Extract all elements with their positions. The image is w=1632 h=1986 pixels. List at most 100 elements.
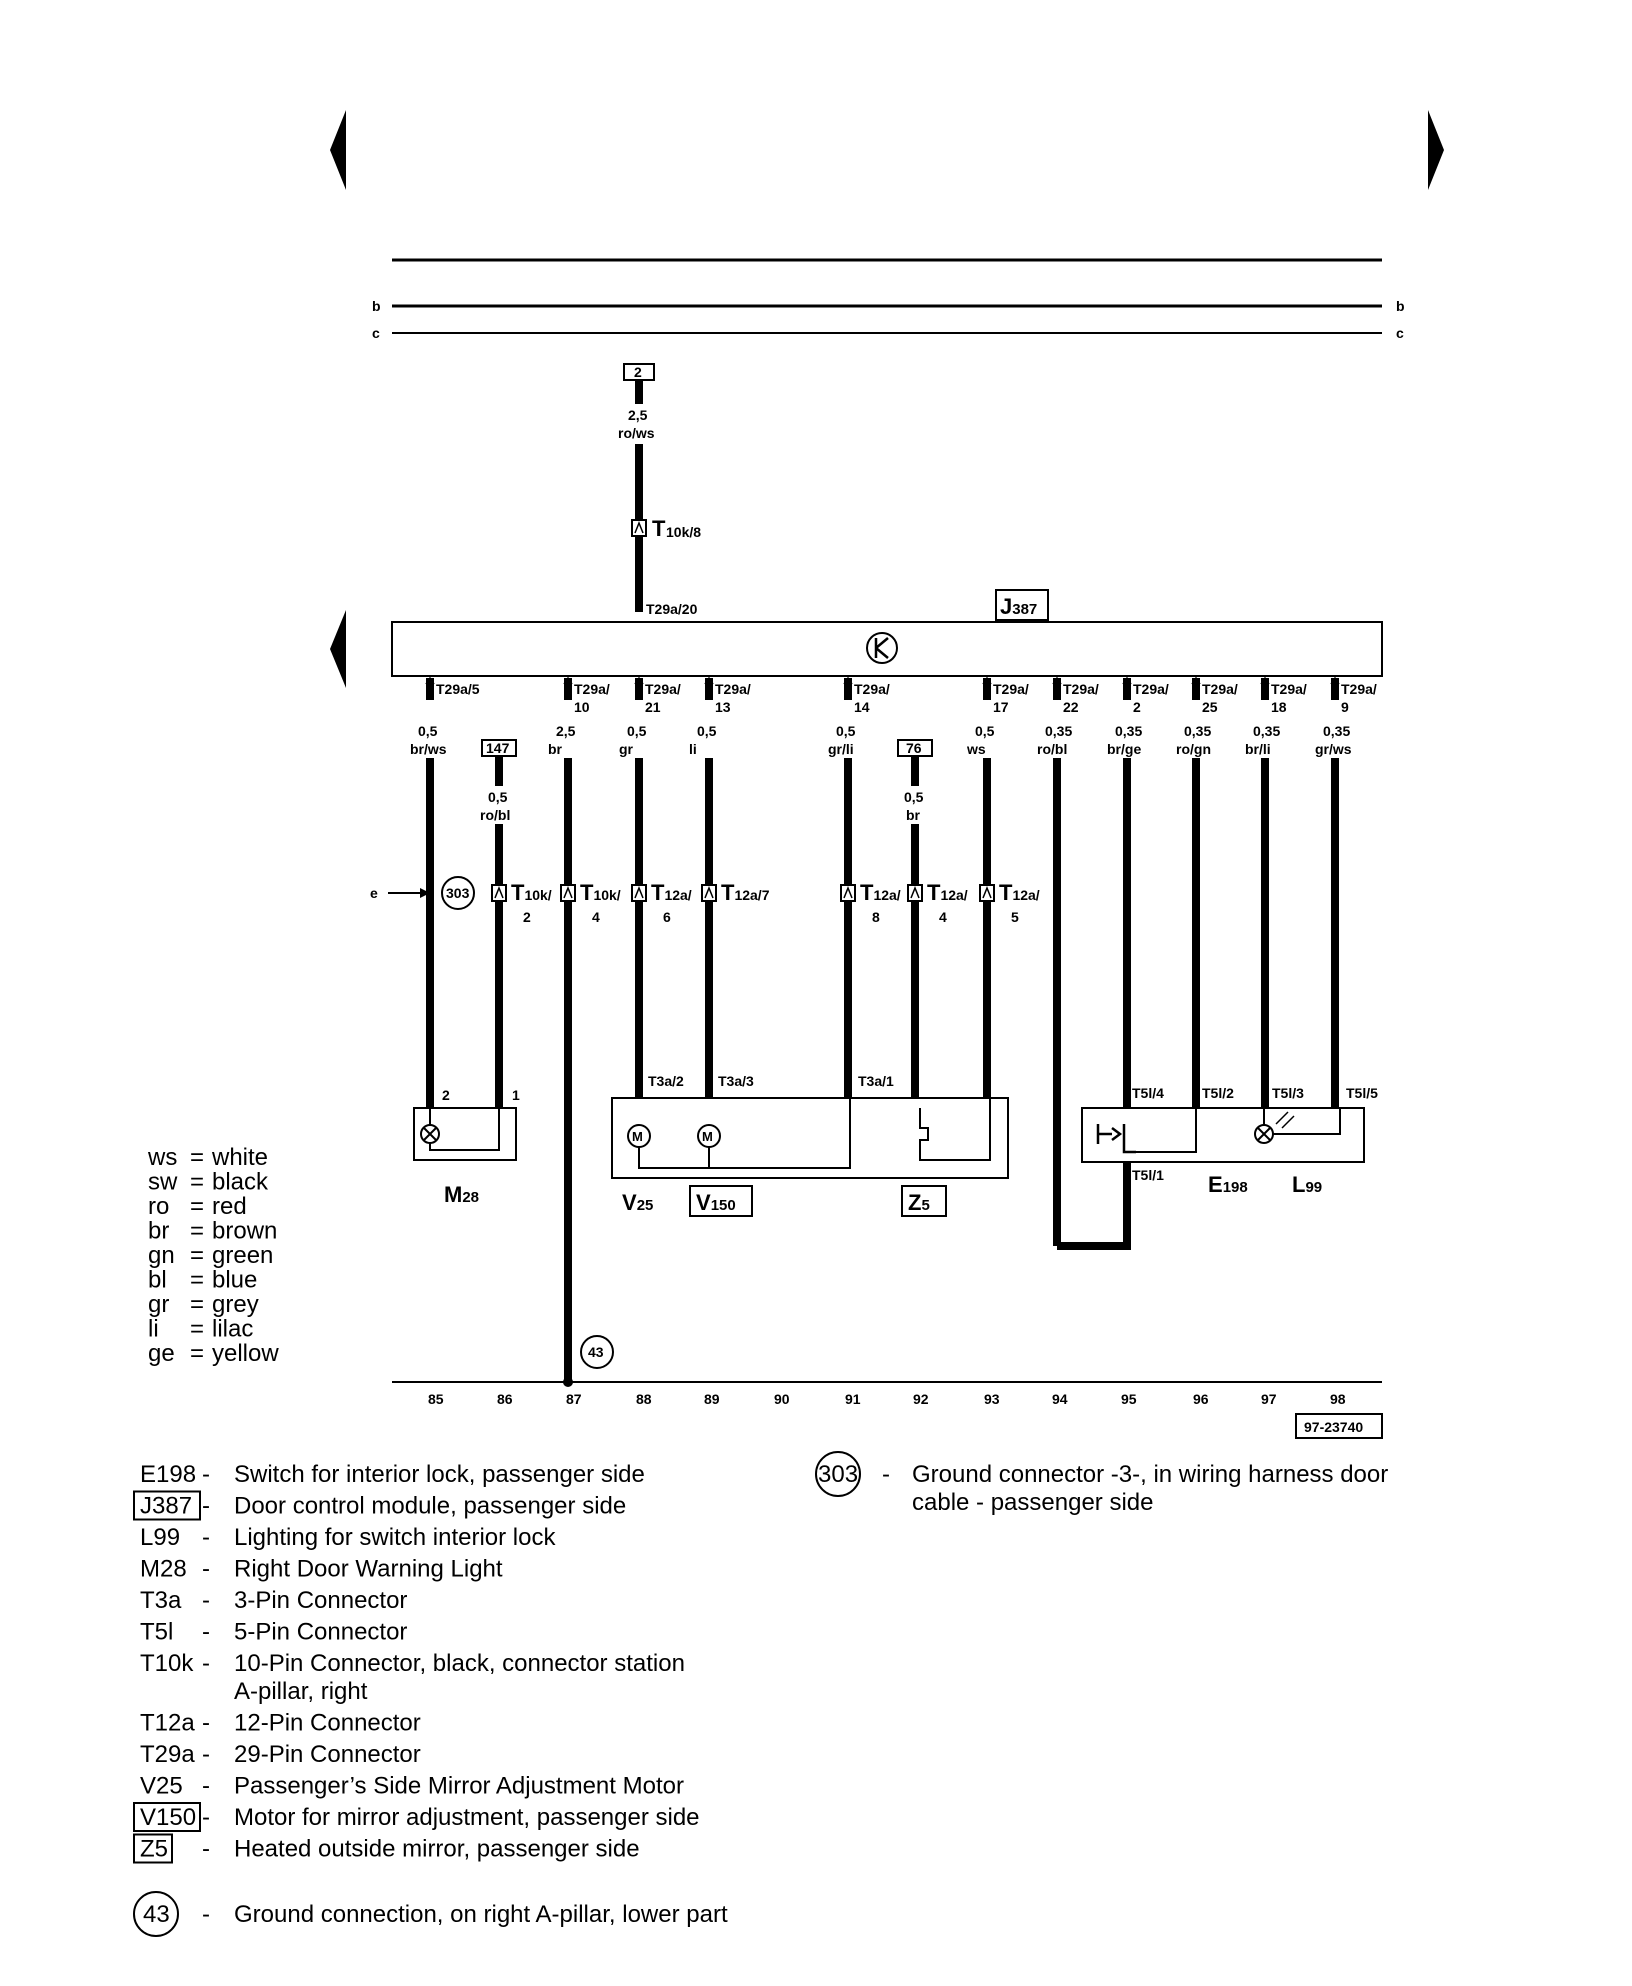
ground-43: 43 bbox=[563, 1335, 614, 1387]
color-name: yellow bbox=[212, 1340, 279, 1367]
pin-t5l4: T5l/4 bbox=[1132, 1085, 1164, 1101]
module-pin-number: 14 bbox=[854, 699, 870, 715]
ground-43-legend-desc: Ground connection, on right A-pillar, lo… bbox=[234, 1901, 728, 1928]
track-number: 92 bbox=[913, 1391, 929, 1407]
color-abbr: li bbox=[148, 1316, 159, 1343]
track-number: 93 bbox=[984, 1391, 1000, 1407]
wires bbox=[425, 676, 1340, 1382]
legend-code-box bbox=[133, 1833, 173, 1864]
wire-loop-t5l1 bbox=[1057, 1162, 1131, 1250]
m28-box bbox=[413, 1107, 517, 1161]
legend-dash: - bbox=[202, 1741, 210, 1768]
v150-label: V150 bbox=[696, 1190, 736, 1215]
wire-arrow-icon bbox=[1122, 676, 1132, 685]
fuse-147-branch: 147 0,5 ro/bl bbox=[480, 739, 517, 823]
legend-code-box bbox=[133, 1802, 201, 1832]
wire-gauge: 0,35 bbox=[1045, 723, 1072, 739]
motor-v150-letter: M bbox=[702, 1129, 713, 1144]
ground-303-legend-code: 303 bbox=[818, 1461, 858, 1488]
control-unit-icon bbox=[866, 632, 898, 664]
color-name: lilac bbox=[212, 1316, 253, 1343]
ground-43-legend-icon bbox=[133, 1891, 179, 1937]
legend-desc: Switch for interior lock, passenger side bbox=[234, 1461, 645, 1488]
ref-box bbox=[1295, 1413, 1383, 1439]
wire-arrow-icon bbox=[1191, 676, 1201, 685]
mirror-assembly: M M T3a/2 T3a/3 T3a/1 V25 V150 Z5 bbox=[611, 1073, 1009, 1217]
track-number: 87 bbox=[566, 1391, 582, 1407]
wire-color: br/ws bbox=[410, 741, 447, 757]
color-abbr: ws bbox=[147, 1144, 177, 1171]
module-pin-labels: T29a/50,5br/wsT29a/102,5brT29a/210,5grT2… bbox=[410, 681, 1377, 757]
wire-arrow-icon bbox=[1260, 676, 1270, 685]
next-page-arrow-icon[interactable] bbox=[1428, 110, 1444, 190]
legend-desc: 10-Pin Connector, black, connector stati… bbox=[234, 1650, 685, 1677]
ref-number: 97-23740 bbox=[1304, 1419, 1363, 1435]
prev-page-arrow-icon[interactable] bbox=[330, 110, 346, 190]
module-pin-number: 22 bbox=[1063, 699, 1079, 715]
e198-label: E198 bbox=[1208, 1172, 1248, 1197]
wire-color: gr/li bbox=[828, 741, 854, 757]
wire-color: gr/ws bbox=[1315, 741, 1352, 757]
legend-dash: - bbox=[202, 1587, 210, 1614]
legend-code: T3a bbox=[140, 1587, 182, 1614]
track-number: 88 bbox=[636, 1391, 652, 1407]
v25-label: V25 bbox=[622, 1190, 653, 1215]
color-name: red bbox=[212, 1193, 247, 1220]
wire-color: ws bbox=[966, 741, 986, 757]
component-legend: E198-Switch for interior lock, passenger… bbox=[133, 1461, 700, 1864]
fuse-76-branch: 76 0,5 br bbox=[897, 739, 933, 823]
color-abbr: ge bbox=[148, 1340, 175, 1367]
ground-303: e 303 bbox=[370, 876, 475, 910]
color-equals: = bbox=[190, 1267, 204, 1294]
color-equals: = bbox=[190, 1218, 204, 1245]
j387-label: J387 bbox=[1000, 594, 1037, 619]
ground-303-legend-dash: - bbox=[882, 1461, 890, 1488]
wire-color: ro/gn bbox=[1176, 741, 1211, 757]
ground-43-legend-code: 43 bbox=[143, 1901, 170, 1928]
fuse-2-color: ro/ws bbox=[618, 425, 655, 441]
module-pin-label: T29a/ bbox=[645, 681, 681, 697]
rail-c-left: c bbox=[372, 325, 380, 341]
legend-dash: - bbox=[202, 1773, 210, 1800]
connector-pin: 4 bbox=[939, 909, 947, 925]
color-equals: = bbox=[190, 1291, 204, 1318]
legend-desc: Passenger’s Side Mirror Adjustment Motor bbox=[234, 1773, 684, 1800]
wire-gauge: 0,5 bbox=[836, 723, 856, 739]
legend-code: M28 bbox=[140, 1556, 187, 1583]
rail-b-right: b bbox=[1396, 298, 1405, 314]
legend-dash: - bbox=[202, 1461, 210, 1488]
track-number: 91 bbox=[845, 1391, 861, 1407]
track-number: 97 bbox=[1261, 1391, 1277, 1407]
color-abbr: bl bbox=[148, 1267, 167, 1294]
module-pin-number: 17 bbox=[993, 699, 1009, 715]
switch-e198-l99: T5l/4 T5l/2 T5l/3 T5l/5 T5l/1 E198 L99 bbox=[1081, 1085, 1378, 1197]
connector-pin: 5 bbox=[1011, 909, 1019, 925]
legend-desc-cont: A-pillar, right bbox=[234, 1678, 368, 1705]
wire-gauge: 0,35 bbox=[1253, 723, 1280, 739]
wire-arrow-icon bbox=[634, 676, 644, 685]
legend-code: T29a bbox=[140, 1741, 195, 1768]
module-pin-number: 21 bbox=[645, 699, 661, 715]
switch-box bbox=[1081, 1107, 1365, 1163]
legend-code: Z5 bbox=[140, 1836, 168, 1863]
legend-code: T5l bbox=[140, 1619, 173, 1646]
color-equals: = bbox=[190, 1169, 204, 1196]
m28-warning-light: 2 1 M28 bbox=[413, 1087, 520, 1207]
fuse-147-gauge: 0,5 bbox=[488, 789, 508, 805]
track-number: 86 bbox=[497, 1391, 513, 1407]
legend-dash: - bbox=[202, 1836, 210, 1863]
color-equals: = bbox=[190, 1193, 204, 1220]
legend-desc: Right Door Warning Light bbox=[234, 1556, 503, 1583]
module-pin-number: 18 bbox=[1271, 699, 1287, 715]
heater-z5-icon bbox=[919, 1098, 991, 1161]
wire-arrow-icon bbox=[1052, 676, 1062, 685]
connector-label: T12a/ bbox=[999, 880, 1040, 905]
ground-303-legend-desc: Ground connector -3-, in wiring harness … bbox=[912, 1461, 1388, 1488]
ground-303-icon bbox=[441, 876, 475, 910]
connector-pin: 6 bbox=[663, 909, 671, 925]
module-pin-number: 9 bbox=[1341, 699, 1349, 715]
module-pin-label: T29a/ bbox=[1341, 681, 1377, 697]
supply-rails: b b c c bbox=[372, 258, 1405, 341]
